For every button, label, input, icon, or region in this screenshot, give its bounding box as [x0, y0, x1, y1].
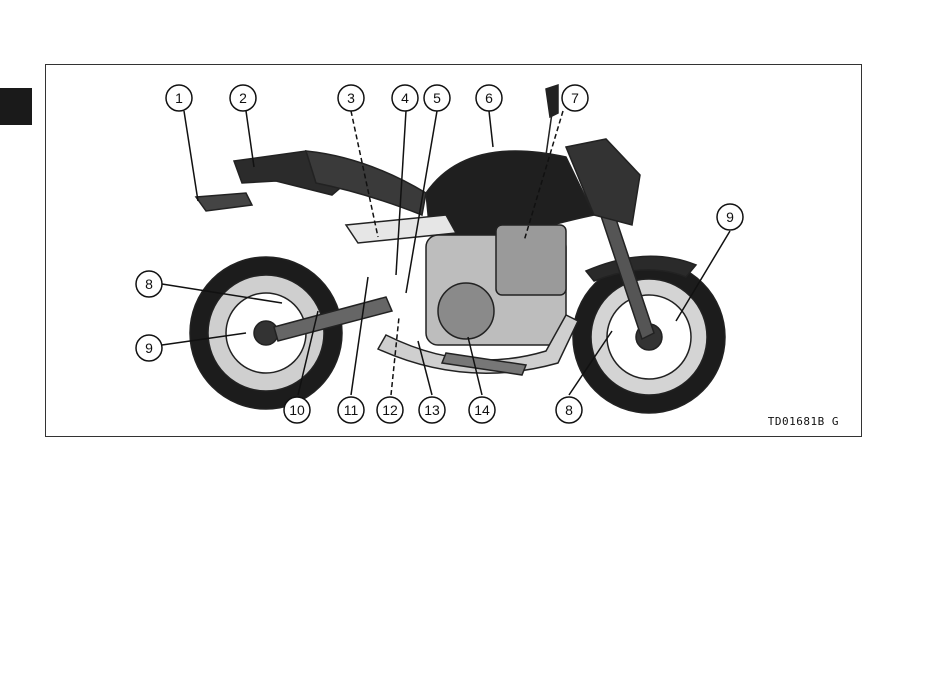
- callout-8-front: 8: [565, 402, 573, 418]
- motorcycle-drawing: [190, 85, 725, 413]
- callout-6: 6: [485, 90, 493, 106]
- figure-code: TD01681B G: [768, 415, 839, 428]
- motorcycle-figure: 1 2 3 4 5 6 7 8 9 10 11 12 13 14 8 9 TD0…: [45, 64, 862, 437]
- callout-14: 14: [474, 402, 490, 418]
- callout-10: 10: [289, 402, 305, 418]
- section-tab-marker: [0, 88, 32, 125]
- callout-11: 11: [344, 402, 359, 418]
- callout-1: 1: [175, 90, 183, 106]
- motorcycle-illustration: 1 2 3 4 5 6 7 8 9 10 11 12 13 14 8 9: [46, 65, 863, 438]
- callout-13: 13: [424, 402, 440, 418]
- callout-4: 4: [401, 90, 409, 106]
- callout-3: 3: [347, 90, 355, 106]
- callout-5: 5: [433, 90, 441, 106]
- callout-9-rear: 9: [145, 340, 153, 356]
- callout-8-rear: 8: [145, 276, 153, 292]
- callout-9-front: 9: [726, 209, 734, 225]
- callout-7: 7: [571, 90, 579, 106]
- callout-12: 12: [382, 402, 398, 418]
- callout-2: 2: [239, 90, 247, 106]
